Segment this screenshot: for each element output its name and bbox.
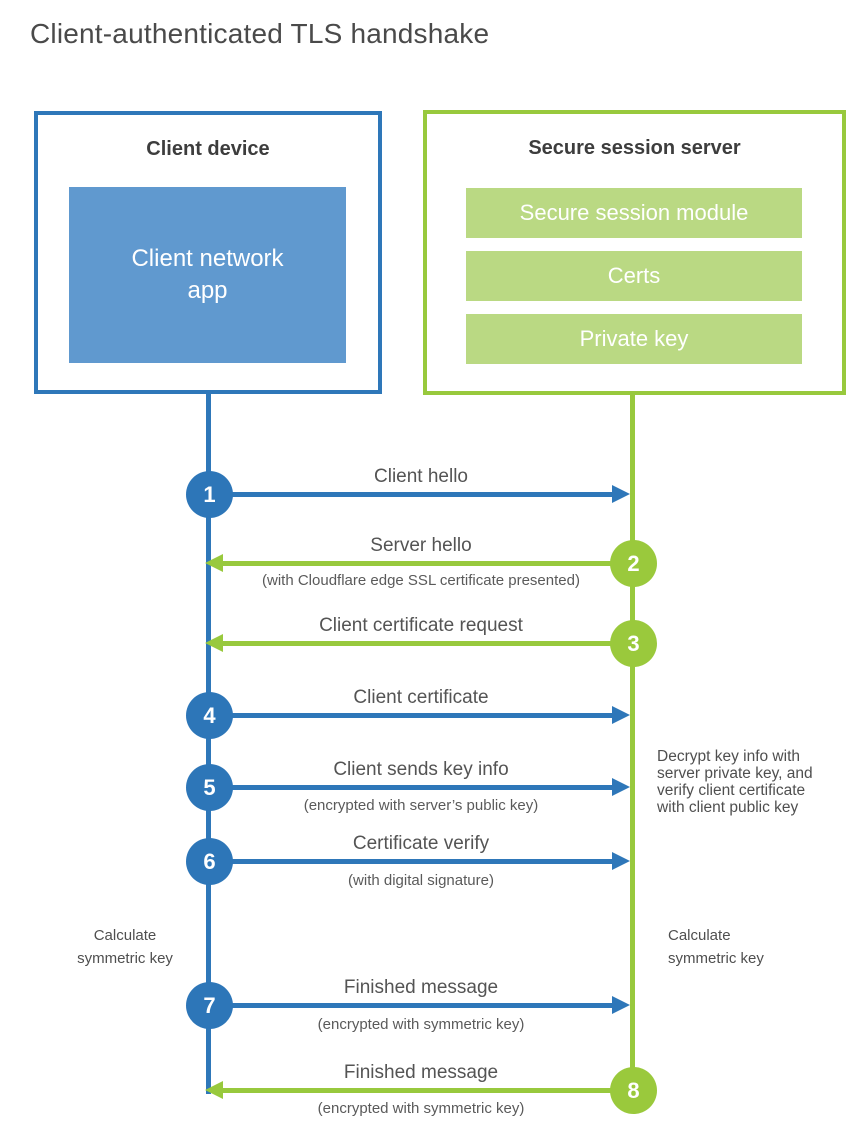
secure-session-server-title: Secure session server	[528, 137, 741, 159]
step-8-label: Finished message	[343, 1062, 499, 1083]
server-decrypt-note: Decrypt key info with server private key…	[657, 748, 813, 816]
page-title: Client-authenticated TLS handshake	[30, 18, 490, 49]
step-5-label: Client sends key info	[333, 759, 509, 780]
step-2-sublabel: (with Cloudflare edge SSL certificate pr…	[262, 572, 580, 589]
step-8-marker: 8	[610, 1067, 657, 1114]
server-module-private-key: Private key	[466, 314, 802, 364]
arrow-2-head-left-icon	[205, 554, 223, 572]
step-1-label: Client hello	[374, 466, 468, 487]
step-6-sublabel: (with digital signature)	[348, 872, 494, 889]
step-6-marker: 6	[186, 838, 233, 885]
step-3-label: Client certificate request	[319, 615, 523, 636]
step-4-label: Client certificate	[353, 687, 489, 708]
arrow-3-head-left-icon	[205, 634, 223, 652]
server-modules: Secure session module Certs Private key	[466, 188, 802, 364]
client-lifeline	[206, 394, 211, 1094]
client-calculate-key-note: Calculate symmetric key	[77, 927, 173, 967]
secure-session-server-box: Secure session server Secure session mod…	[423, 110, 846, 395]
arrow-7-head-right-icon	[612, 996, 630, 1014]
arrow-1-line	[211, 492, 613, 497]
step-7-sublabel: (encrypted with symmetric key)	[317, 1016, 525, 1033]
arrow-4-line	[211, 713, 613, 718]
client-device-title: Client device	[146, 138, 270, 160]
client-network-app-block: Client network app	[69, 187, 346, 363]
arrow-1-head-right-icon	[612, 485, 630, 503]
step-3-marker: 3	[610, 620, 657, 667]
step-2-marker: 2	[610, 540, 657, 587]
client-device-box: Client device Client network app	[34, 111, 382, 394]
arrow-5-line	[211, 785, 613, 790]
step-2-label: Server hello	[370, 535, 472, 556]
step-7-marker: 7	[186, 982, 233, 1029]
arrow-4-head-right-icon	[612, 706, 630, 724]
step-5-sublabel: (encrypted with server’s public key)	[303, 797, 539, 814]
arrow-8-head-left-icon	[205, 1081, 223, 1099]
server-module-secure-session: Secure session module	[466, 188, 802, 238]
step-1-marker: 1	[186, 471, 233, 518]
server-calculate-key-note: Calculate symmetric key	[668, 927, 764, 967]
step-8-sublabel: (encrypted with symmetric key)	[317, 1100, 525, 1117]
step-5-marker: 5	[186, 764, 233, 811]
arrow-6-line	[211, 859, 613, 864]
arrow-3-line	[223, 641, 630, 646]
server-lifeline	[630, 395, 635, 1090]
arrow-8-line	[223, 1088, 630, 1093]
step-4-marker: 4	[186, 692, 233, 739]
server-module-certs: Certs	[466, 251, 802, 301]
arrow-6-head-right-icon	[612, 852, 630, 870]
arrow-2-line	[223, 561, 630, 566]
step-7-label: Finished message	[343, 977, 499, 998]
step-6-label: Certificate verify	[352, 833, 490, 854]
arrow-7-line	[211, 1003, 613, 1008]
arrow-5-head-right-icon	[612, 778, 630, 796]
